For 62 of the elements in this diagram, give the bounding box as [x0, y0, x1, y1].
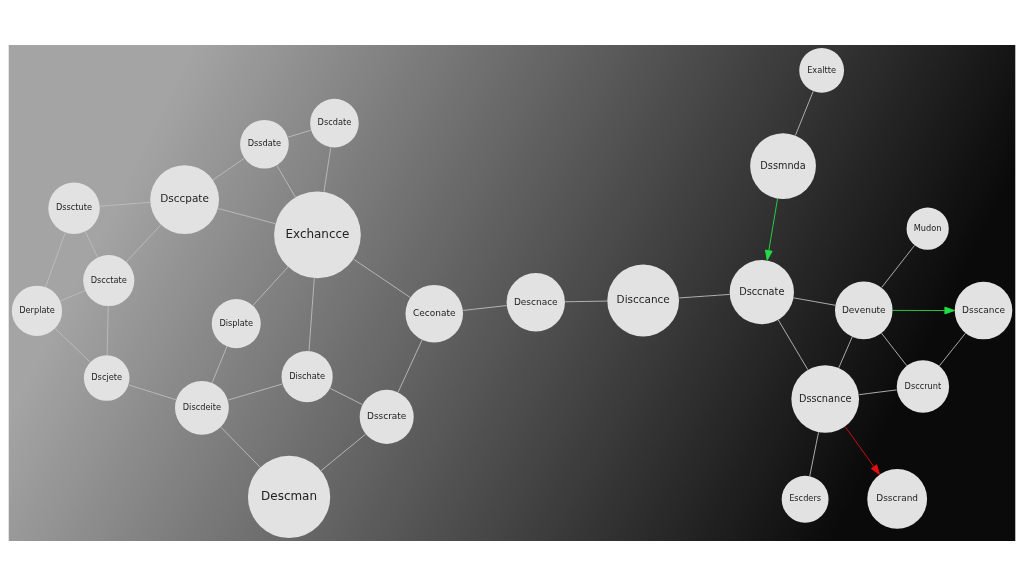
- node-circle: Displate: [211, 298, 261, 348]
- connector: [858, 388, 898, 395]
- connector: [320, 433, 367, 471]
- arrow: [844, 425, 881, 475]
- connector: [125, 223, 162, 262]
- connector: [227, 383, 283, 401]
- node-circle: Descman: [247, 455, 331, 538]
- node-circle: Dscdate: [310, 98, 359, 147]
- connector: [217, 207, 276, 224]
- node-circle: Dsscnance: [791, 364, 860, 433]
- connector: [795, 90, 814, 136]
- node-circle: Devenute: [835, 281, 893, 339]
- node-circle: Dssdate: [240, 119, 289, 169]
- connector: [211, 345, 228, 383]
- connector: [45, 231, 66, 287]
- connector: [323, 146, 332, 192]
- connector: [128, 384, 177, 400]
- connector: [308, 277, 315, 351]
- connector: [99, 201, 151, 207]
- connector: [938, 332, 966, 366]
- node-circle: Dischate: [281, 350, 333, 402]
- arrow: [765, 197, 779, 261]
- node-circle: Dsccpate: [150, 164, 219, 234]
- node-circle: Disccance: [607, 264, 680, 336]
- connector: [838, 336, 853, 368]
- connector: [397, 339, 423, 393]
- connector: [212, 157, 245, 180]
- connector: [220, 426, 261, 468]
- connector: [329, 387, 364, 405]
- node-circle: Dsccnate: [729, 259, 794, 324]
- connector: [84, 230, 99, 258]
- node-circle: Escders: [781, 475, 829, 523]
- connector: [881, 332, 908, 366]
- node-circle: Dsccrunt: [896, 359, 950, 413]
- node-circle: Discdeite: [175, 380, 229, 435]
- node-circle: Exaltte: [799, 47, 845, 93]
- connector: [881, 244, 916, 288]
- connector: [252, 266, 289, 306]
- node-circle: Derplate: [11, 285, 63, 336]
- connector: [809, 431, 819, 477]
- node-circle: Dsscance: [954, 281, 1013, 339]
- node-circle: Ceconate: [405, 284, 464, 342]
- connector: [793, 296, 836, 306]
- connector: [353, 258, 411, 298]
- node-circle: Mudon: [906, 207, 949, 250]
- arrow: [892, 306, 956, 314]
- connector: [276, 164, 296, 198]
- node-circle: Dsscrate: [359, 389, 414, 444]
- connector: [678, 293, 731, 298]
- node-circle: Dssmnda: [750, 132, 816, 199]
- connector: [54, 327, 91, 362]
- connector: [777, 319, 809, 370]
- node-circle: Dscctate: [83, 254, 135, 306]
- node-circle: Dsscrand: [867, 468, 928, 529]
- node-circle: Exchancce: [274, 190, 361, 278]
- connector: [462, 304, 507, 311]
- connector: [564, 300, 608, 302]
- node-circle: Descnace: [506, 272, 565, 331]
- node-circle: Dssctute: [48, 182, 100, 234]
- connector: [287, 129, 312, 138]
- node-circle: Dscjete: [83, 354, 130, 401]
- connector: [59, 289, 86, 301]
